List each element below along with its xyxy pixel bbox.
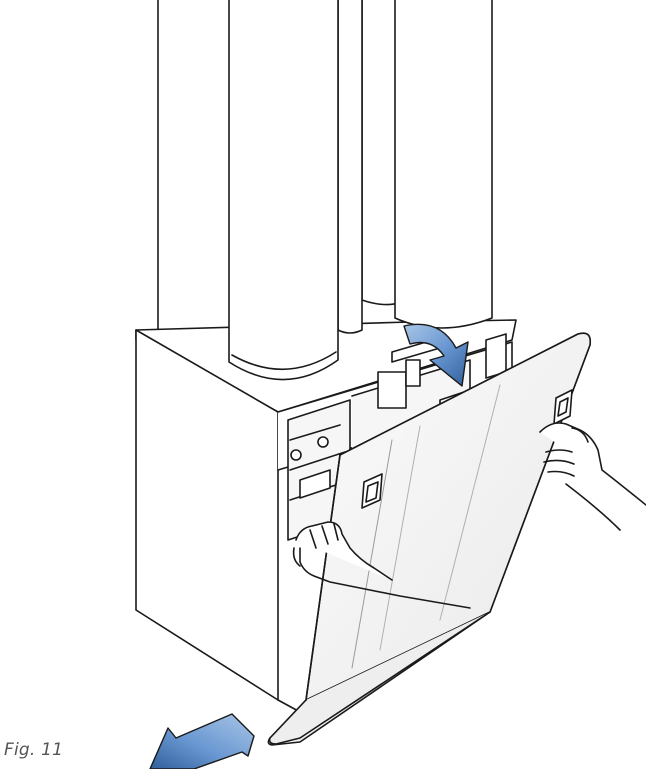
- curved-arrow-icon: [403, 323, 469, 387]
- panel-handle-right: [553, 389, 573, 425]
- hand-left: [292, 521, 471, 609]
- filter-cylinder-front-right: [394, 0, 493, 329]
- figure-caption: Fig. 11: [4, 740, 64, 760]
- hand-right: [539, 422, 646, 531]
- filter-cylinder-back-left: [157, 0, 236, 342]
- panel-handle-left: [361, 473, 383, 509]
- front-panel: [267, 332, 592, 746]
- filter-cylinder-middle: [337, 0, 363, 334]
- filter-cylinder-front-left: [228, 0, 339, 381]
- arrow-down-left-icon: [149, 713, 255, 769]
